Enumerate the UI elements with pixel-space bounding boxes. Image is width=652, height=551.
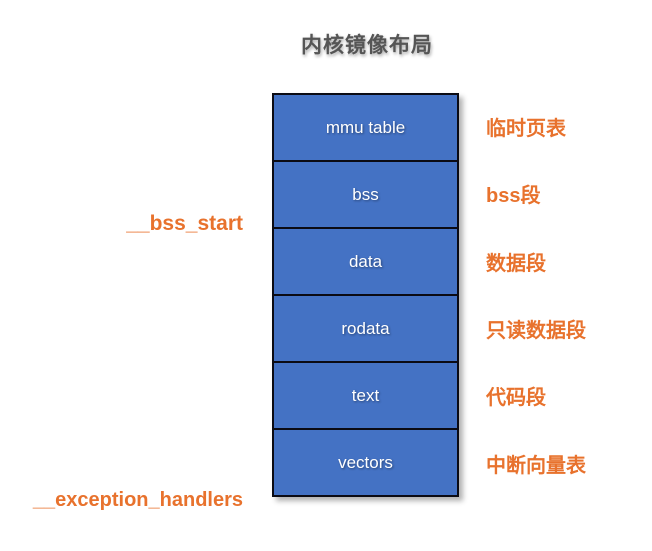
marker-exception-handlers: __exception_handlers xyxy=(32,489,243,511)
segment-box-bss: bss xyxy=(274,162,457,229)
annotation-row: 代码段 xyxy=(486,362,646,429)
segment-label: vectors xyxy=(338,452,393,472)
segment-annotation-text: 代码段 xyxy=(486,387,546,410)
segment-box-text: text xyxy=(274,363,457,430)
annotation-column: 临时页表 bss段 数据段 只读数据段 代码段 中断向量表 xyxy=(486,93,646,497)
segment-box-rodata: rodata xyxy=(274,296,457,363)
segment-annotation-vectors: 中断向量表 xyxy=(486,454,586,477)
annotation-row: bss段 xyxy=(486,160,646,227)
segment-box-data: data xyxy=(274,229,457,296)
segment-label: mmu table xyxy=(325,117,406,137)
segment-label: data xyxy=(348,251,383,271)
segment-annotation-bss: bss段 xyxy=(486,185,541,208)
annotation-row: 中断向量表 xyxy=(486,430,646,497)
annotation-row: 临时页表 xyxy=(486,93,646,160)
segment-box-mmu-table: mmu table xyxy=(274,95,457,162)
segment-label: bss xyxy=(352,184,379,204)
segment-annotation-mmu-table: 临时页表 xyxy=(486,118,566,141)
diagram-title: 内核镜像布局 xyxy=(301,34,433,57)
segment-label: text xyxy=(351,385,380,405)
annotation-row: 只读数据段 xyxy=(486,295,646,362)
segment-box-vectors: vectors xyxy=(274,430,457,495)
segment-label: rodata xyxy=(341,318,390,338)
segment-stack: mmu table bss data rodata text vectors xyxy=(272,93,459,497)
segment-annotation-data: 数据段 xyxy=(486,252,546,275)
marker-bss-start: __bss_start xyxy=(126,212,243,235)
annotation-row: 数据段 xyxy=(486,228,646,295)
segment-annotation-rodata: 只读数据段 xyxy=(486,320,586,343)
